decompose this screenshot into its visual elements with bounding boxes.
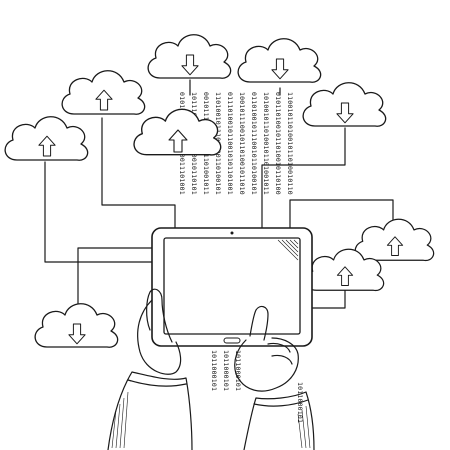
left-hand: [107, 288, 193, 450]
binary-stream: 1011000101: [222, 350, 230, 391]
right-sleeve: [243, 391, 315, 450]
connector-right-cloud: [289, 199, 394, 239]
right-hand: [234, 305, 315, 450]
tablet-device: [151, 227, 313, 347]
binary-stream: 1010010110100101101001011: [262, 92, 270, 195]
cloud-download-right-top: [302, 82, 387, 127]
connector-bottom-left-cloud: [77, 247, 156, 319]
left-cuff: [127, 379, 187, 387]
screen-glare: [277, 239, 299, 261]
right-cuff: [253, 399, 309, 407]
home-button-icon: [223, 337, 241, 344]
left-palm: [137, 299, 182, 375]
binary-stream: 1011000101: [234, 350, 242, 391]
left-thumb: [146, 288, 173, 343]
connector-right-top-cloud: [261, 127, 346, 229]
tablet-camera: [230, 231, 234, 235]
connector-top-left-cloud: [101, 117, 176, 229]
binary-stream: 0101101001011010010110100: [274, 92, 282, 195]
cloud-download-top-2: [237, 38, 322, 83]
cloud-download-bottom-left: [34, 303, 119, 348]
right-knuckles: [267, 342, 293, 365]
tablet-screen: [163, 237, 301, 335]
cloud-upload-left: [4, 116, 89, 161]
right-palm: [234, 337, 299, 392]
cloud-upload-right: [354, 218, 435, 262]
network-connectors: [44, 79, 394, 319]
right-pointing-finger: [249, 305, 269, 341]
binary-stream: 1001011100101101001011010: [238, 92, 246, 195]
binary-stream: 1100101101001011010010110: [286, 92, 294, 195]
connector-right-low-cloud: [311, 287, 346, 309]
binary-stream: 0110100101110010110100101: [250, 92, 258, 195]
connector-left-cloud: [44, 161, 156, 263]
binary-stream: 1011000101: [210, 350, 218, 391]
binary-stream: 0111010010110010101101001: [226, 92, 234, 195]
cloud-download-top-1: [147, 34, 232, 79]
cloud-upload-top-left: [61, 70, 146, 115]
right-sleeve-shading: [297, 405, 311, 449]
left-sleeve-shading: [111, 391, 129, 449]
